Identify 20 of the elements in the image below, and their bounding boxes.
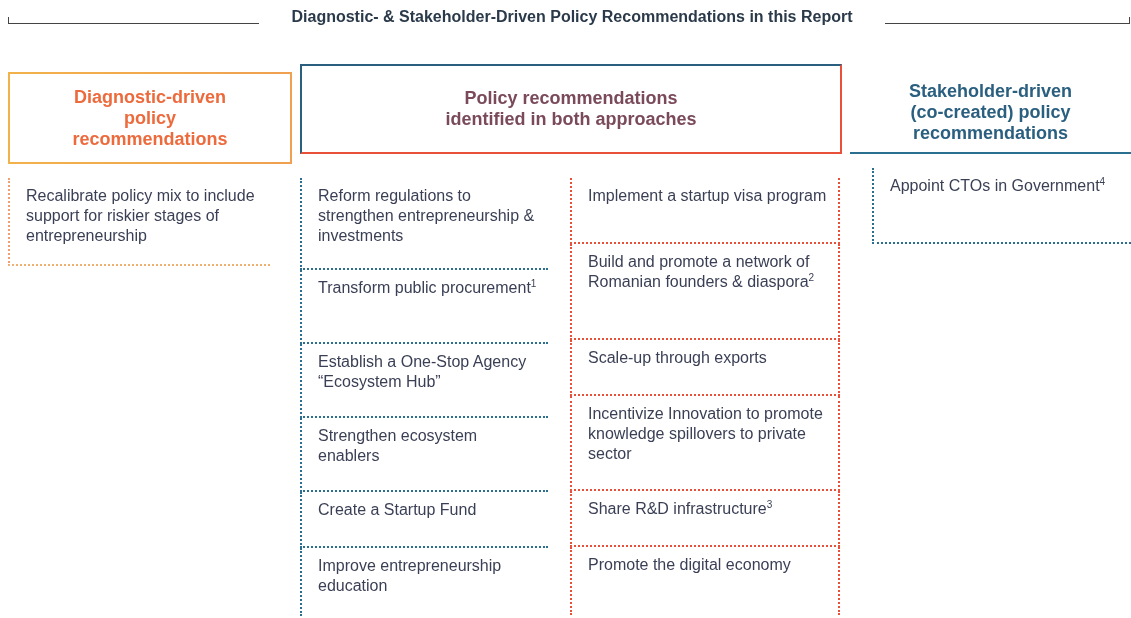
header-text: Policy recommendations identified in both approaches: [444, 88, 698, 130]
recommendation-item: Create a Startup Fund: [300, 492, 548, 548]
header-box: [300, 64, 842, 154]
recommendation-item: Implement a startup visa program: [570, 178, 840, 244]
recommendation-item: Build and promote a network of Romanian founders & diaspora$^{2}$: [570, 244, 840, 340]
recommendation-item: Appoint CTOs in Government$^{4}$: [872, 168, 1131, 244]
recommendation-item: Promote the digital economy: [570, 547, 840, 615]
recommendation-item: Scale-up through exports: [570, 340, 840, 396]
recommendation-item: Establish a One-Stop Agency “Ecosystem Hub”: [300, 344, 548, 418]
recommendation-item: Transform public procurement$^{1}$: [300, 270, 548, 344]
header-box: [8, 72, 292, 164]
recommendation-item: Reform regulations to strengthen entrepreneurship & investments: [300, 178, 548, 270]
header-text: Stakeholder-driven (co-created) policy recommendations: [907, 80, 1073, 144]
header-text: Diagnostic-driven policy recommendations: [71, 86, 229, 150]
recommendation-item: Strengthen ecosystem enablers: [300, 418, 548, 492]
recommendation-item: Incentivize Innovation to promote knowledge spillovers to private sector: [570, 396, 840, 491]
report-title: Diagnostic- & Stakeholder-Driven Policy Recommendations in this Report: [290, 8, 854, 26]
recommendation-item: Recalibrate policy mix to include support for riskier stages of entrepreneurship: [8, 178, 270, 266]
recommendation-item: Improve entrepreneurship education: [300, 548, 548, 616]
recommendation-item: Share R&D infrastructure$^{3}$: [570, 491, 840, 547]
